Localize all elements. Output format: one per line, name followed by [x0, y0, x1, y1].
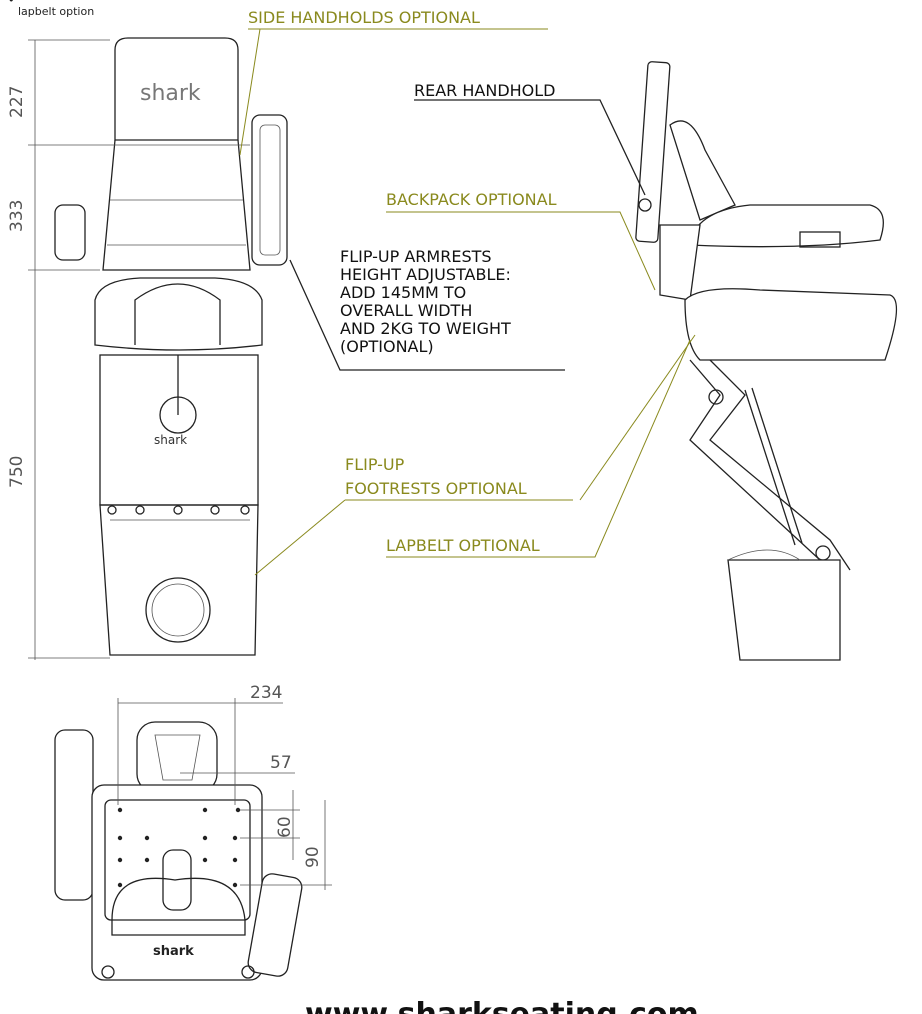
side-view — [635, 61, 898, 661]
callout-rear-handhold: REAR HANDHOLD — [414, 81, 556, 100]
callout-armrests: FLIP-UP ARMRESTS HEIGHT ADJUSTABLE: ADD … — [340, 247, 511, 356]
plan-dimensions: 234 57 60 90 — [117, 683, 332, 890]
dim-234: 234 — [250, 683, 282, 703]
dim-57: 57 — [270, 753, 292, 773]
dim-227: 227 — [7, 86, 27, 118]
svg-text:(OPTIONAL): (OPTIONAL) — [340, 337, 434, 356]
shark-logo-backrest: shark — [140, 81, 201, 106]
svg-text:OVERALL WIDTH: OVERALL WIDTH — [340, 301, 472, 320]
website-url[interactable]: www.sharkseating.com — [305, 997, 699, 1014]
callout-side-handholds: SIDE HANDHOLDS OPTIONAL — [248, 8, 480, 27]
shark-logo-base: shark — [154, 433, 187, 447]
dim-90: 90 — [303, 846, 323, 868]
front-dimensions: 227 333 750 — [7, 39, 250, 660]
note-bullet: • — [8, 0, 15, 7]
svg-text:FOOTRESTS OPTIONAL: FOOTRESTS OPTIONAL — [345, 479, 527, 498]
plan-view: shark — [54, 721, 303, 981]
svg-text:ADD 145MM TO: ADD 145MM TO — [340, 283, 466, 302]
note-lapbelt-option: lapbelt option — [18, 5, 94, 18]
front-view: shark shark — [54, 37, 288, 656]
svg-text:FLIP-UP ARMRESTS: FLIP-UP ARMRESTS — [340, 247, 492, 266]
dim-60: 60 — [275, 816, 295, 838]
shark-logo-plan: shark — [153, 944, 194, 959]
callout-footrests: FLIP-UP FOOTRESTS OPTIONAL — [345, 455, 527, 498]
callout-lapbelt: LAPBELT OPTIONAL — [386, 536, 540, 555]
dim-750: 750 — [7, 456, 27, 488]
svg-text:AND 2KG TO WEIGHT: AND 2KG TO WEIGHT — [340, 319, 511, 338]
callout-backpack: BACKPACK OPTIONAL — [386, 190, 557, 209]
dim-333: 333 — [7, 200, 27, 232]
svg-text:HEIGHT ADJUSTABLE:: HEIGHT ADJUSTABLE: — [340, 265, 511, 284]
svg-text:FLIP-UP: FLIP-UP — [345, 455, 405, 474]
